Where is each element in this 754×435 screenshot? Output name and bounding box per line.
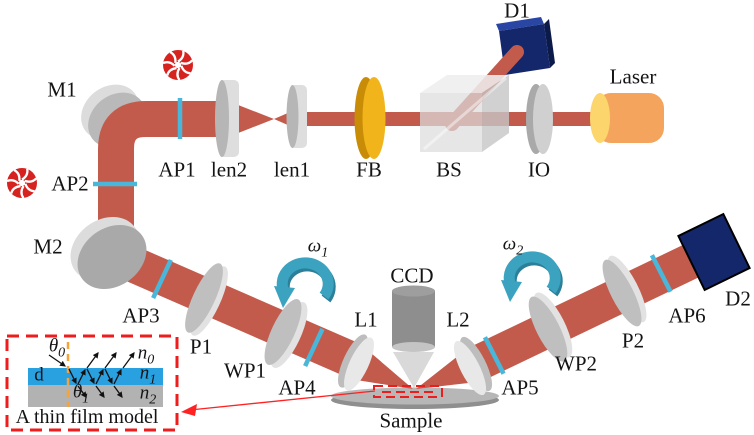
rotation-arrow-omega2 xyxy=(501,251,563,302)
iris-diaphragm-icon xyxy=(161,48,195,82)
label-n1: n1 xyxy=(139,362,157,388)
label-ap3: AP3 xyxy=(122,303,160,328)
label-p2: P2 xyxy=(621,328,645,353)
label-l1: L1 xyxy=(354,307,378,332)
label-omega1: ω1 xyxy=(307,235,329,261)
label-ccd: CCD xyxy=(390,263,434,288)
label-m1: M1 xyxy=(47,77,77,102)
label-ap5: AP5 xyxy=(501,375,539,400)
label-fb: FB xyxy=(356,157,382,182)
label-wp2: WP2 xyxy=(555,351,597,376)
aperture-ap3 xyxy=(151,259,173,299)
lens-l1 xyxy=(338,334,374,391)
label-bs: BS xyxy=(436,157,462,182)
label-len1: len1 xyxy=(273,157,311,182)
label-m2: M2 xyxy=(33,234,63,259)
label-theta0: θ0 xyxy=(48,335,66,361)
label-sample: Sample xyxy=(379,408,443,433)
label-laser: Laser xyxy=(609,64,657,89)
label-l2: L2 xyxy=(446,307,470,332)
film-layer-n1 xyxy=(28,368,163,385)
label-ap2: AP2 xyxy=(51,171,89,196)
ccd-camera xyxy=(392,285,435,352)
label-d2: D2 xyxy=(725,286,751,311)
inset-connector-arrow xyxy=(181,390,376,416)
film-layer-n2 xyxy=(28,385,163,407)
lens-len2 xyxy=(215,80,239,157)
label-len2: len2 xyxy=(210,157,248,182)
inset-caption: A thin film model xyxy=(15,406,159,428)
label-io: IO xyxy=(527,157,551,182)
polarizer-p2 xyxy=(602,255,647,327)
aperture-ap4 xyxy=(303,327,325,367)
beam-converging-len2 xyxy=(228,101,274,137)
rotation-arrow-omega1 xyxy=(274,257,336,308)
label-ap6: AP6 xyxy=(668,303,706,328)
label-n2: n2 xyxy=(139,382,157,408)
sample-roi-rect xyxy=(373,385,443,398)
beam-m2-to-l1 xyxy=(122,246,365,379)
label-ap1: AP1 xyxy=(158,157,196,182)
aperture-ap5 xyxy=(482,336,506,375)
isolator-io xyxy=(526,84,553,154)
ray-arrows xyxy=(48,352,135,398)
waveplate-wp2 xyxy=(528,292,573,362)
label-d: d xyxy=(34,364,44,386)
thin-film-inset xyxy=(5,334,179,432)
detector-d2 xyxy=(677,212,751,292)
label-ap4: AP4 xyxy=(278,375,316,400)
label-p1: P1 xyxy=(189,334,213,359)
laser-source xyxy=(590,93,664,143)
aperture-ap6 xyxy=(649,254,673,293)
beam-l2-to-d2 xyxy=(462,234,720,384)
label-theta1: θ1 xyxy=(72,381,90,407)
label-wp1: WP1 xyxy=(224,358,266,383)
waveplate-wp1 xyxy=(264,299,308,368)
lens-len1 xyxy=(286,85,307,148)
label-n0: n0 xyxy=(137,342,155,368)
ccd-cone xyxy=(393,352,434,388)
lens-l2 xyxy=(453,336,493,396)
label-d1: D1 xyxy=(504,0,530,23)
mirror-m2 xyxy=(70,217,147,289)
beamsplitter-bs xyxy=(420,75,509,152)
beam-m1-corner xyxy=(98,101,228,242)
label-omega2: ω2 xyxy=(502,233,524,259)
filter-fb xyxy=(354,77,386,159)
sample-stage xyxy=(331,387,499,409)
polarizer-p1 xyxy=(185,263,228,336)
iris-diaphragm-icon xyxy=(5,166,39,200)
